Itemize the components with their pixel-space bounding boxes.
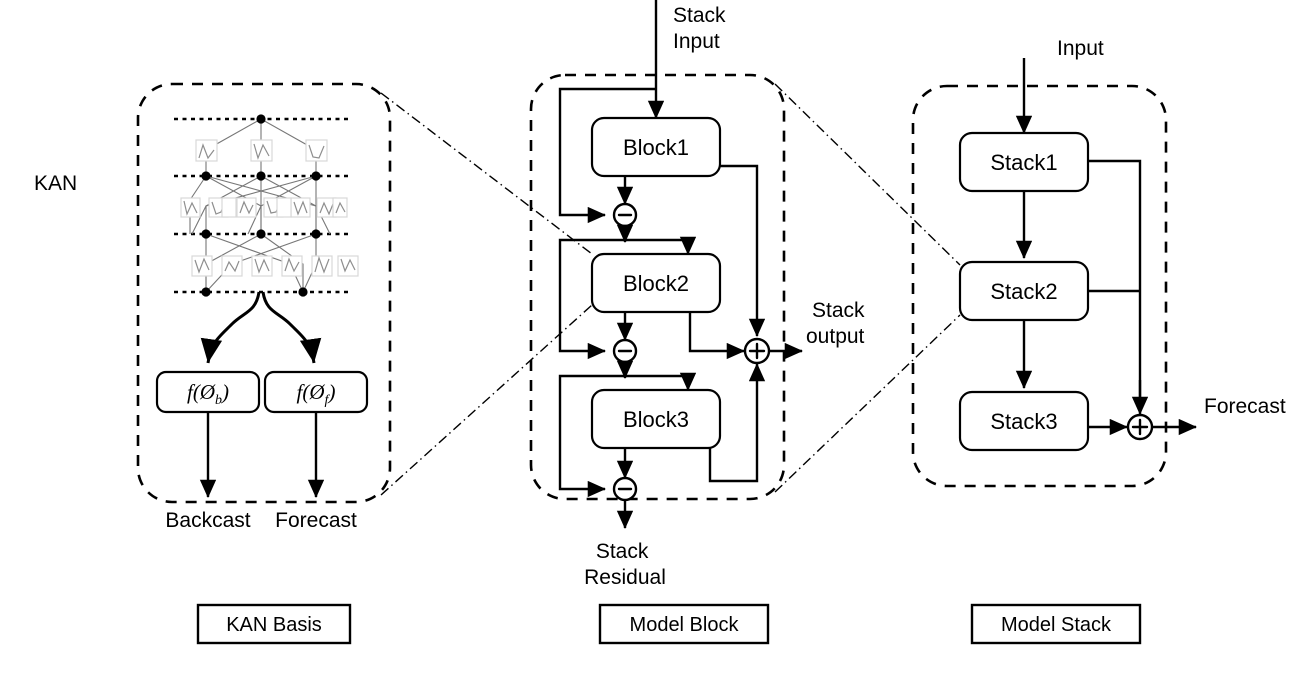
forecast-function-label: f(Øf)	[297, 380, 336, 408]
stack-panel-border	[911, 84, 1168, 488]
kan-basis-caption: KAN Basis	[226, 614, 322, 636]
block2-input-path	[625, 236, 697, 255]
stack-input-label: Stack Input	[673, 4, 731, 53]
stack3-box[interactable]	[958, 390, 1090, 452]
kan-splines-row-1	[180, 197, 348, 218]
block2-label: Block2	[623, 271, 689, 296]
connector-block-top	[774, 83, 961, 266]
connector-kan-to-block	[380, 92, 593, 496]
stack-output-label: Stack output	[806, 299, 870, 348]
kan-nodes	[201, 114, 321, 297]
connector-block-bottom	[774, 314, 961, 493]
block2-residual-tap	[558, 238, 625, 360]
kan-basis-split-arrows	[200, 291, 322, 364]
forecast-label-left: Forecast	[275, 509, 357, 532]
block3-box[interactable]	[590, 388, 722, 450]
block-sum-operator	[743, 337, 771, 365]
block1-forecast-path	[720, 164, 766, 337]
block-panel-group: Stack Input Block1 Block2	[529, 0, 870, 645]
connector-kan-top	[380, 92, 593, 255]
block1-residual-tap	[558, 87, 656, 224]
kan-splines-row-2	[191, 255, 359, 277]
stack2-label: Stack2	[990, 279, 1057, 304]
stack1-label: Stack1	[990, 150, 1057, 175]
block1-label: Block1	[623, 135, 689, 160]
backcast-label: Backcast	[165, 509, 250, 532]
backcast-function-label: f(Øb)	[187, 380, 229, 408]
stack3-label: Stack3	[990, 409, 1057, 434]
block2-forecast-path	[688, 312, 745, 360]
block-panel-border	[529, 73, 786, 501]
stack-panel-group: Input Stack1 Stack2 Stack3 Forecast Mode…	[911, 37, 1286, 645]
minus3-operator	[612, 476, 638, 502]
block3-residual-tap	[558, 374, 625, 498]
model-stack-caption: Model Stack	[1001, 614, 1112, 636]
kan-side-label: KAN	[34, 172, 77, 195]
model-block-caption-box	[598, 603, 770, 645]
kan-splines-row-0	[195, 139, 328, 162]
minus1-operator	[612, 202, 638, 228]
block1-box[interactable]	[590, 116, 722, 178]
model-forecast-label: Forecast	[1204, 395, 1286, 418]
stack-sum-operator	[1126, 413, 1154, 441]
kan-panel-group: KAN	[34, 82, 392, 645]
connector-kan-bottom	[380, 304, 593, 496]
block2-box[interactable]	[590, 252, 722, 314]
stack-input-top-label: Input	[1057, 37, 1104, 60]
stack-residual-label: Stack Residual	[584, 540, 666, 589]
connector-block-to-stack	[774, 83, 961, 493]
kan-basis-caption-box	[196, 603, 352, 645]
stack1-forecast-path	[1088, 159, 1142, 410]
model-block-caption: Model Block	[630, 614, 740, 636]
minus2-operator	[612, 338, 638, 364]
block3-input-path	[625, 372, 697, 391]
block3-forecast-path	[708, 363, 766, 483]
model-stack-caption-box	[970, 603, 1142, 645]
block3-label: Block3	[623, 407, 689, 432]
